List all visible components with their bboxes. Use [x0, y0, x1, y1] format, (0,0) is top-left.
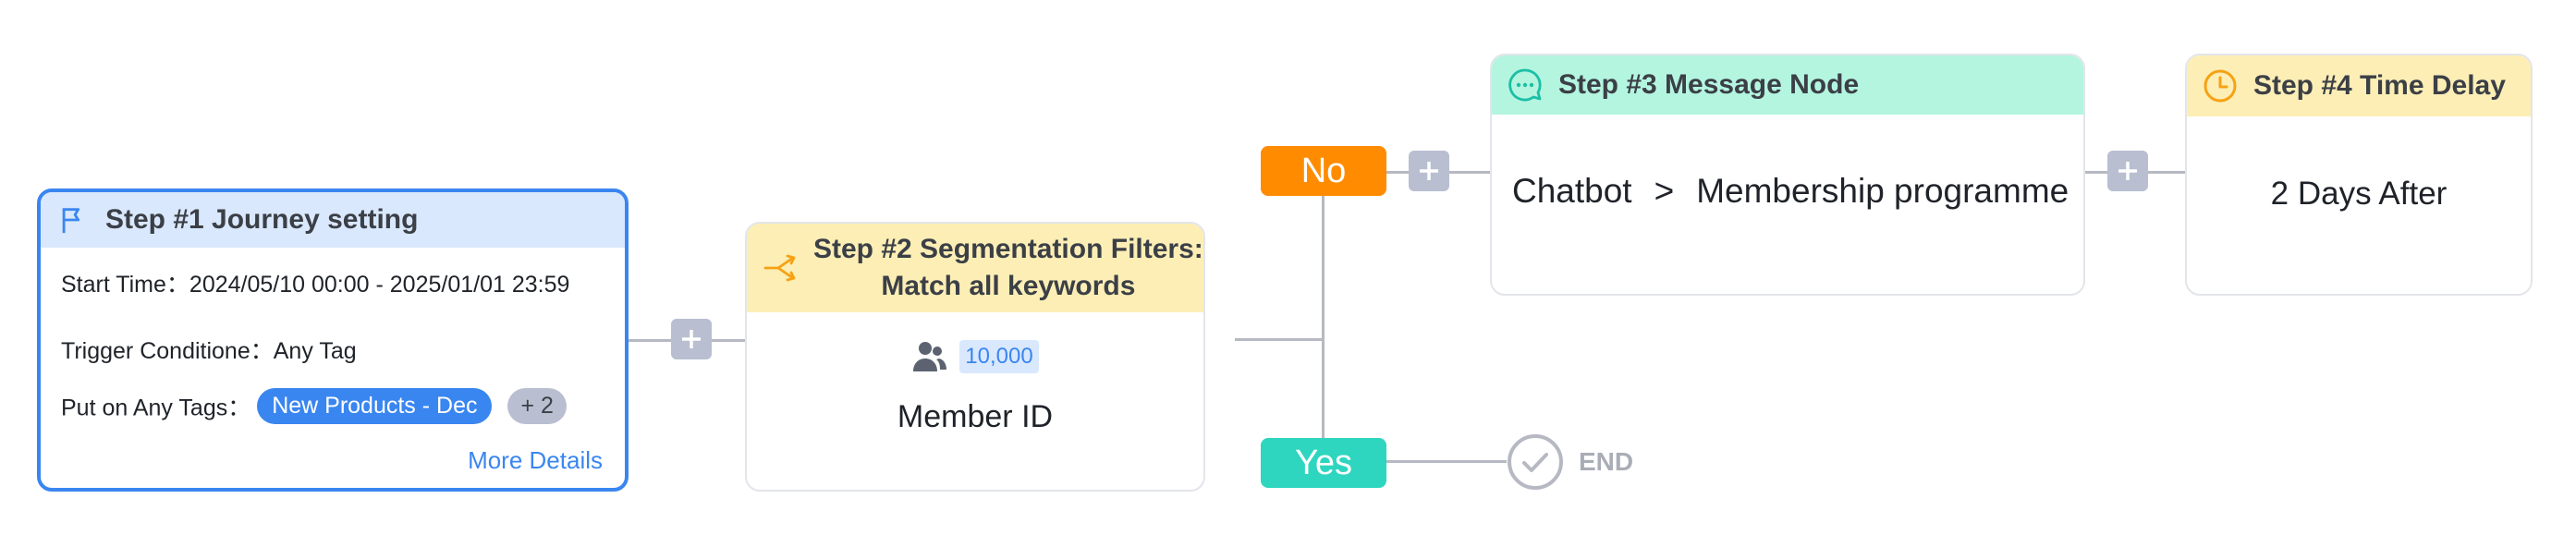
connector-step3-plus [2085, 171, 2107, 174]
step3-message-node-card[interactable]: Step #3 Message Node Chatbot > Membershi… [1490, 54, 2085, 296]
connector-yes-end [1386, 460, 1507, 463]
connector-step2-out [1235, 338, 1324, 341]
step3-route: Chatbot > Membership programme [1492, 172, 2083, 211]
connector-step1-plus [629, 339, 671, 342]
step2-header: Step #2 Segmentation Filters: Match all … [747, 224, 1203, 312]
step2-title-line1: Step #2 Segmentation Filters: [813, 234, 1203, 264]
tags-label: Put on Any Tags： [61, 395, 251, 421]
connector-plus-step2 [712, 339, 745, 342]
step3-title: Step #3 Message Node [1558, 69, 1860, 100]
step2-field: Member ID [897, 399, 1054, 434]
split-icon [763, 252, 800, 284]
step1-title: Step #1 Journey setting [105, 204, 419, 235]
clock-icon [2202, 67, 2239, 104]
route-target: Membership programme [1696, 172, 2069, 210]
connector-branch-vertical [1322, 196, 1325, 438]
step4-delay: 2 Days After [2270, 176, 2448, 212]
step4-header: Step #4 Time Delay [2187, 55, 2531, 116]
member-count-row: 10,000 [747, 338, 1203, 375]
no-branch-label[interactable]: No [1261, 146, 1386, 196]
plus-icon [2118, 162, 2137, 180]
route-source: Chatbot [1512, 172, 1632, 210]
add-step-button-1[interactable] [671, 319, 712, 359]
add-step-button-3[interactable] [2107, 151, 2148, 191]
trigger-row: Trigger Conditione：Any Tag [41, 333, 625, 366]
step3-header: Step #3 Message Node [1492, 55, 2083, 115]
start-time-label: Start Time： [61, 272, 189, 298]
step2-title: Step #2 Segmentation Filters: Match all … [813, 231, 1203, 305]
yes-branch-label[interactable]: Yes [1261, 438, 1386, 488]
step1-journey-setting-card[interactable]: Step #1 Journey setting Start Time：2024/… [37, 188, 629, 492]
trigger-value: Any Tag [273, 338, 357, 364]
extra-tags-count[interactable]: + 2 [507, 388, 567, 424]
step2-title-line2: Match all keywords [881, 271, 1136, 301]
start-time-row: Start Time：2024/05/10 00:00 - 2025/01/01… [41, 266, 625, 299]
step4-title: Step #4 Time Delay [2253, 70, 2506, 101]
connector-plus-step3 [1449, 171, 1490, 174]
end-label: END [1579, 447, 1634, 476]
trigger-label: Trigger Conditione： [61, 338, 274, 364]
tags-row: Put on Any Tags： New Products - Dec + 2 [41, 388, 625, 424]
plus-icon [682, 330, 701, 348]
route-separator: > [1654, 172, 1675, 210]
chat-bubble-icon [1507, 67, 1544, 103]
check-circle-icon [1507, 433, 1564, 491]
connector-plus-step4 [2148, 171, 2185, 174]
plus-icon [1420, 162, 1438, 180]
step1-header: Step #1 Journey setting [41, 192, 625, 248]
tag-pill: New Products - Dec [257, 388, 493, 424]
connector-no-plus [1386, 171, 1409, 174]
member-count-badge: 10,000 [959, 340, 1039, 373]
flag-icon [57, 204, 89, 236]
step2-segmentation-card[interactable]: Step #2 Segmentation Filters: Match all … [745, 222, 1205, 492]
step4-time-delay-card[interactable]: Step #4 Time Delay 2 Days After [2185, 54, 2533, 296]
end-node: END [1507, 433, 1633, 491]
start-time-value: 2024/05/10 00:00 - 2025/01/01 23:59 [189, 272, 570, 298]
more-details-link[interactable]: More Details [468, 446, 603, 474]
add-step-button-no[interactable] [1409, 151, 1449, 191]
users-icon [911, 338, 948, 375]
